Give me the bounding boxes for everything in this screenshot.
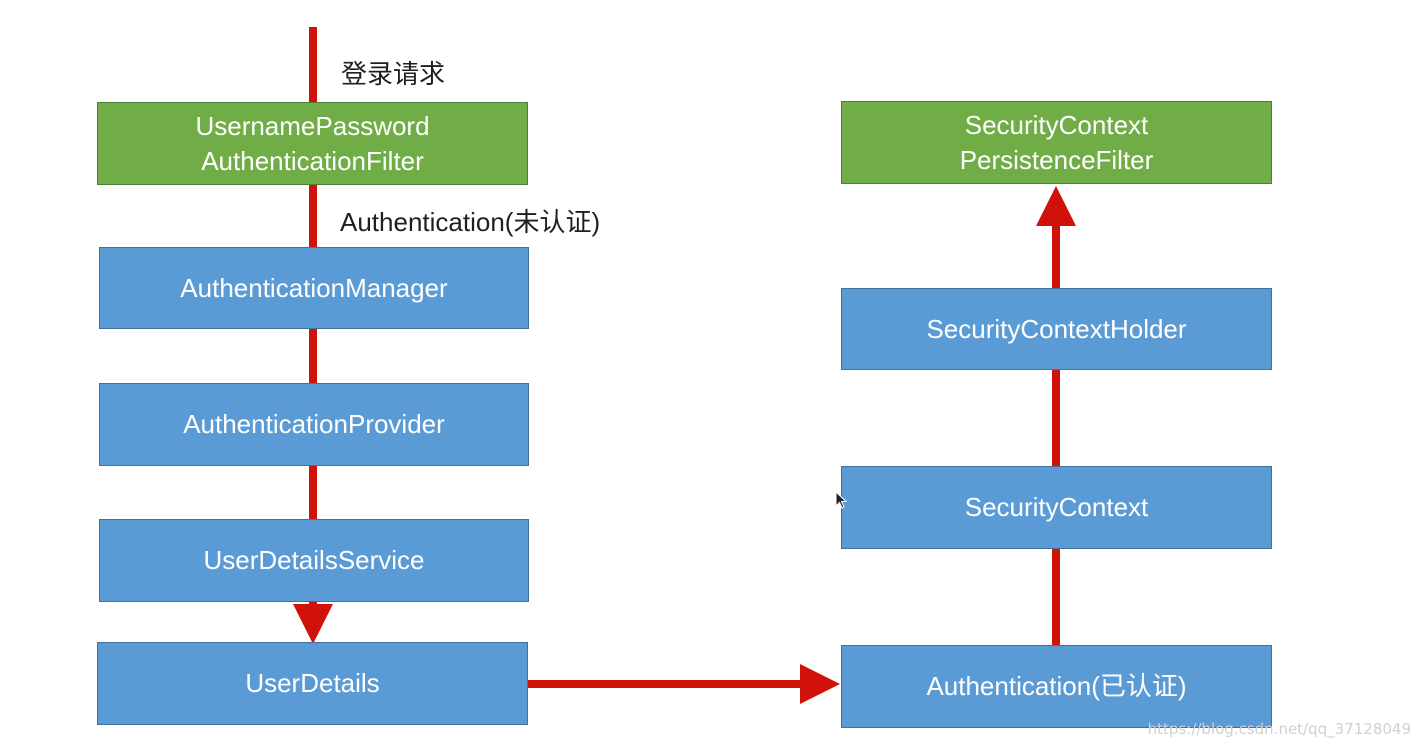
- security-context-persistence-filter-box: SecurityContext PersistenceFilter: [841, 101, 1272, 184]
- username-password-auth-filter-box: UsernamePassword AuthenticationFilter: [97, 102, 528, 185]
- filter-line-2: AuthenticationFilter: [201, 145, 424, 176]
- login-request-label: 登录请求: [341, 59, 446, 89]
- authentication-provider-box: AuthenticationProvider: [99, 383, 529, 466]
- authentication-manager-label: AuthenticationManager: [180, 272, 448, 303]
- security-context-holder-box: SecurityContextHolder: [841, 288, 1272, 370]
- user-details-service-label: UserDetailsService: [203, 545, 425, 575]
- authenticated-authentication-label: Authentication(已认证): [926, 671, 1187, 701]
- user-details-service-box: UserDetailsService: [99, 519, 529, 602]
- filter-line-1: UsernamePassword: [195, 110, 430, 141]
- user-details-label: UserDetails: [245, 668, 380, 698]
- mouse-pointer-icon: [835, 491, 847, 509]
- authentication-provider-label: AuthenticationProvider: [183, 409, 445, 439]
- security-context-box: SecurityContext: [841, 466, 1272, 549]
- user-details-box: UserDetails: [97, 642, 528, 725]
- persistence-filter-line-1: SecurityContext: [964, 109, 1149, 140]
- watermark-url: https://blog.csdn.net/qq_37128049: [1147, 720, 1411, 738]
- security-context-label: SecurityContext: [964, 492, 1149, 522]
- unauthenticated-label: Authentication(未认证): [340, 207, 601, 237]
- persistence-filter-line-2: PersistenceFilter: [959, 144, 1154, 175]
- authentication-manager-box: AuthenticationManager: [99, 247, 529, 329]
- security-context-holder-label: SecurityContextHolder: [926, 313, 1187, 344]
- authenticated-authentication-box: Authentication(已认证): [841, 645, 1272, 728]
